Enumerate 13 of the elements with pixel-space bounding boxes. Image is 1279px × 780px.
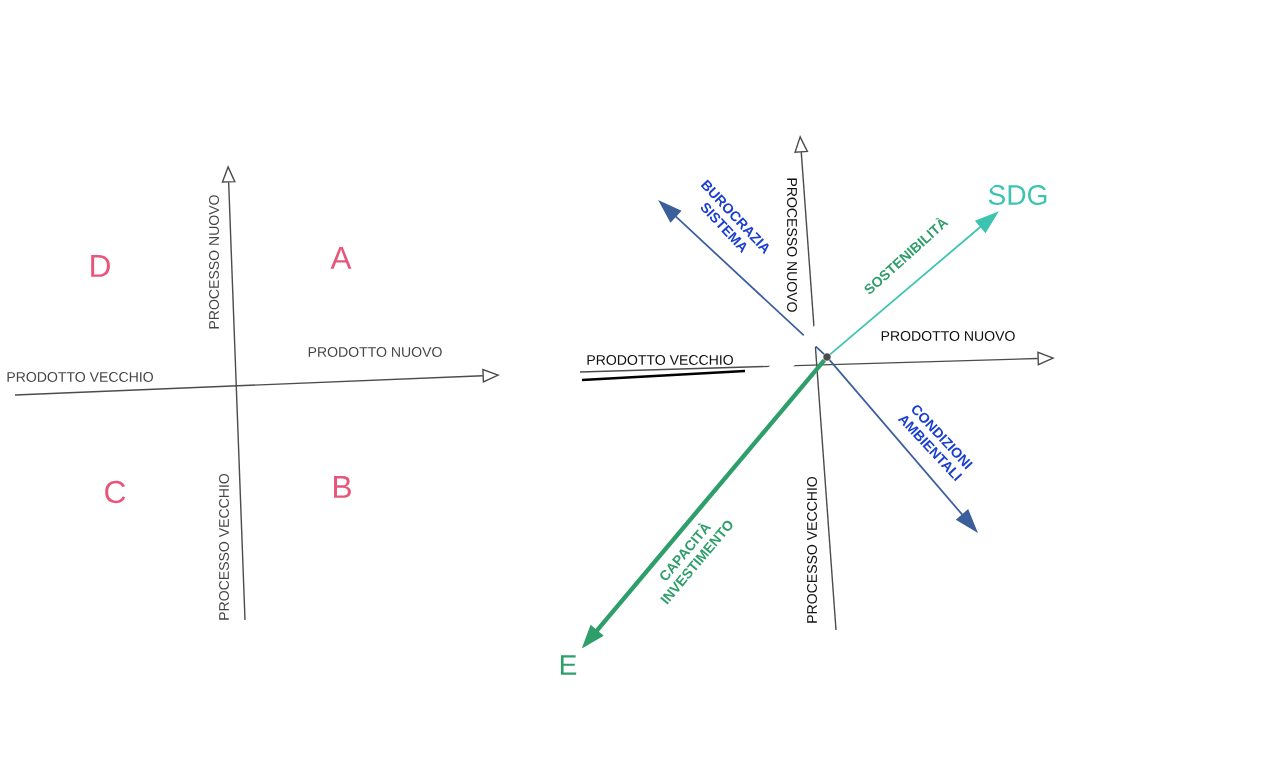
axis-label: PROCESSO NUOVO xyxy=(209,195,219,329)
quadrant-letter: B xyxy=(334,476,351,498)
quadrant-letter: A xyxy=(330,247,352,269)
axis-label: PRODOTTO VECCHIO xyxy=(7,372,153,382)
axis-label: PROCESSO NUOVO xyxy=(787,178,797,312)
axis-label: PROCESSO VECCHIO xyxy=(219,473,229,620)
axis-label: PROCESSO VECCHIO xyxy=(807,476,817,623)
axis-label: PRODOTTO NUOVO xyxy=(308,347,442,357)
axis-label: PRODOTTO VECCHIO xyxy=(587,355,733,365)
quadrant-letter: C xyxy=(105,480,126,504)
letter-label: E xyxy=(560,655,577,675)
quadrant-letter: D xyxy=(91,255,110,277)
axis-label: PRODOTTO NUOVO xyxy=(881,331,1015,341)
